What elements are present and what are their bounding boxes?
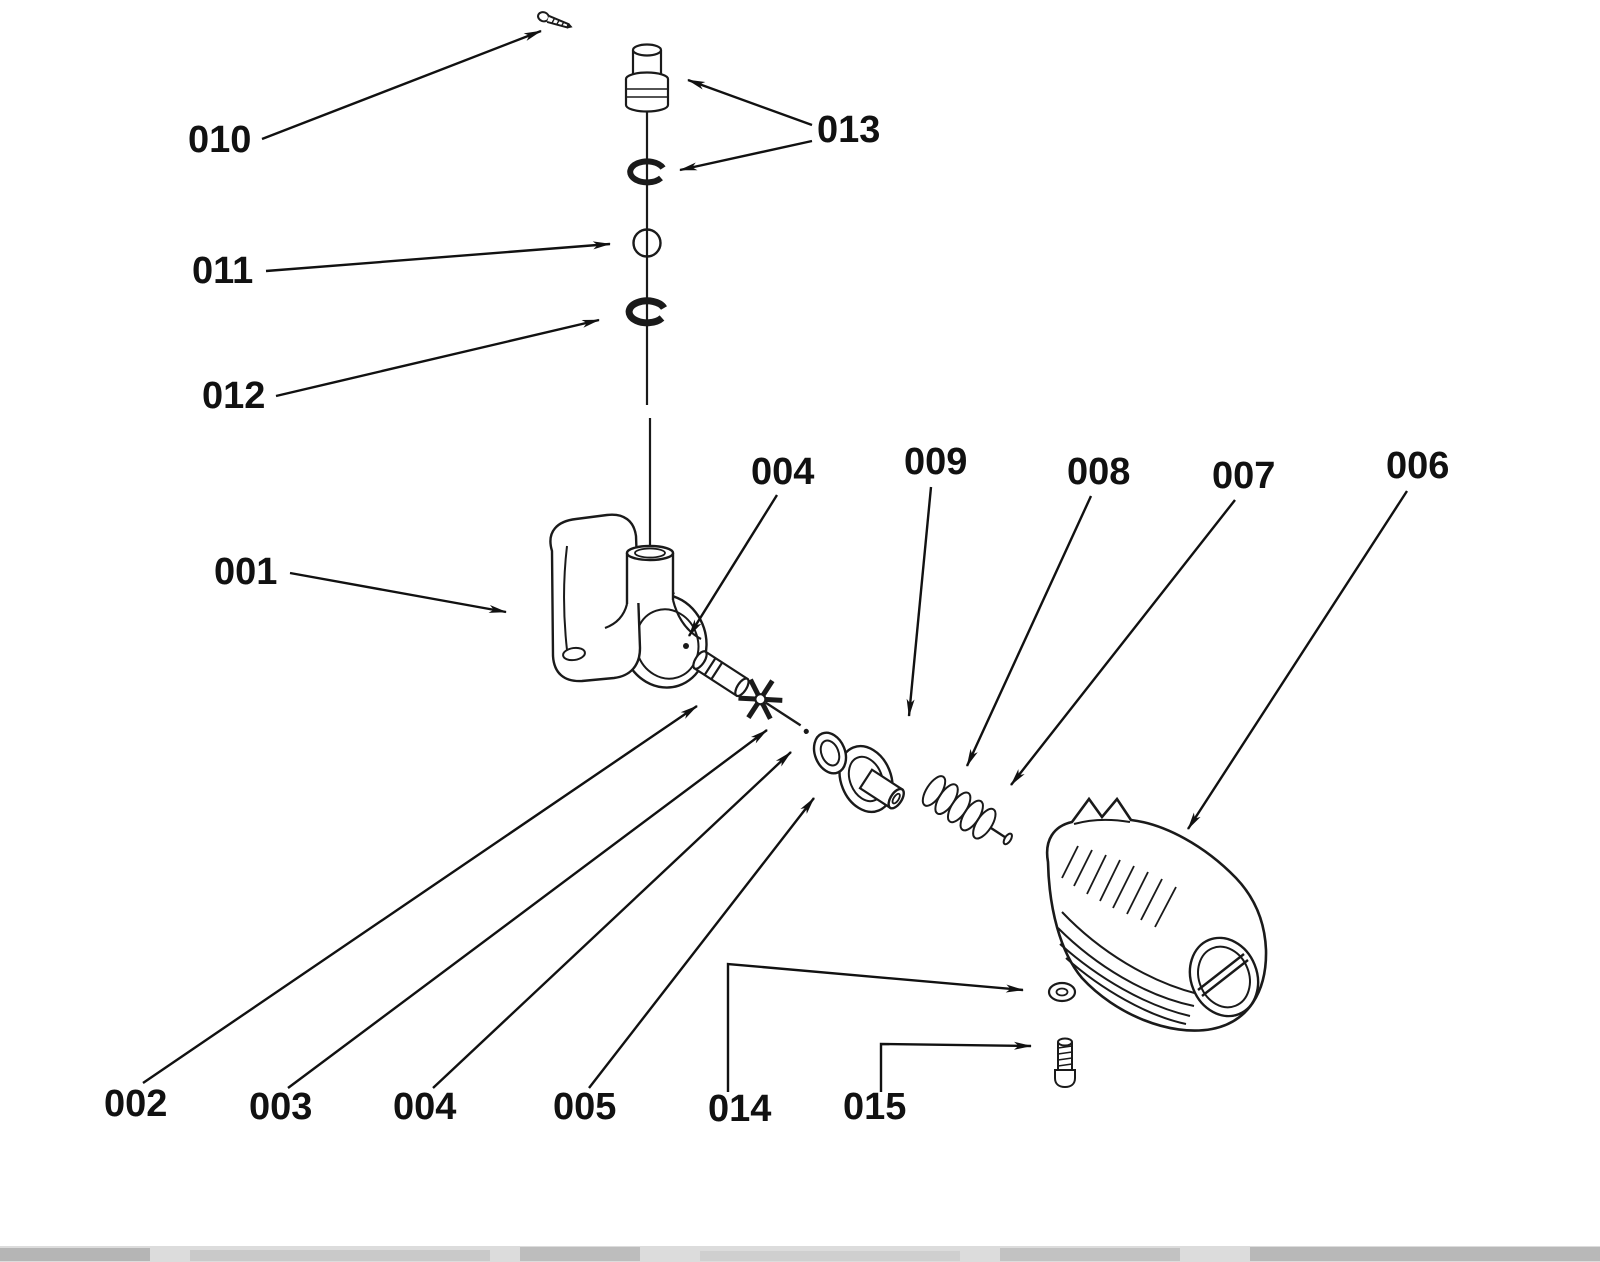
impeller-drawing [738, 678, 783, 720]
check-ball-drawing [632, 228, 662, 258]
leader-line-010 [261, 29, 542, 141]
retaining-ring-upper-drawing [627, 158, 666, 186]
leader-lines [142, 29, 1409, 1092]
leader-line-012 [275, 318, 600, 398]
leader-line-004-bottom [432, 751, 792, 1089]
part-label-004-bottom: 004 [393, 1086, 456, 1128]
leader-line-013-a [687, 78, 813, 127]
part-label-009: 009 [904, 441, 967, 483]
leader-line-006 [1186, 490, 1409, 830]
rotor-shaft-assembly-drawing [692, 650, 809, 734]
riser-shaft-line [645, 108, 652, 556]
part-label-003: 003 [249, 1086, 312, 1128]
leader-line-001 [289, 571, 507, 614]
outlet-nozzle-drawing [624, 43, 670, 113]
part-label-011: 011 [192, 250, 253, 292]
part-label-001: 001 [214, 551, 277, 593]
part-label-015: 015 [843, 1086, 906, 1128]
spring-drawing [921, 775, 1013, 846]
leader-line-007 [1010, 499, 1236, 786]
leader-line-004-top [687, 494, 779, 637]
scan-artifact-strip [0, 1246, 1600, 1262]
leader-line-014 [726, 962, 1024, 1092]
leader-line-011 [265, 241, 611, 273]
part-label-008: 008 [1067, 451, 1130, 493]
part-labels: 010 013 011 012 001 004 009 008 007 006 … [104, 109, 1449, 1130]
part-label-013: 013 [817, 109, 880, 151]
part-label-004-top: 004 [751, 451, 814, 493]
screw-drawing [1054, 1037, 1076, 1089]
leader-line-008 [965, 495, 1093, 767]
part-label-005: 005 [553, 1086, 616, 1128]
leader-line-003 [287, 729, 768, 1089]
leader-line-015 [879, 1041, 1032, 1092]
leader-line-013-b [679, 139, 813, 172]
part-label-006: 006 [1386, 445, 1449, 487]
leader-line-005 [588, 797, 815, 1089]
pump-housing-drawing [549, 513, 708, 689]
part-label-012: 012 [202, 375, 265, 417]
bearing-cover-drawing [838, 744, 905, 814]
leader-line-009 [906, 486, 933, 717]
part-label-007: 007 [1212, 455, 1275, 497]
retaining-ring-lower-drawing [625, 297, 667, 327]
seal-ring-drawing [812, 731, 848, 775]
part-label-014: 014 [708, 1088, 771, 1130]
washer-drawing [1047, 981, 1077, 1003]
motor-housing-drawing [1045, 796, 1268, 1032]
leader-line-002 [142, 705, 698, 1084]
part-label-002: 002 [104, 1083, 167, 1125]
part-label-010: 010 [188, 119, 251, 161]
vent-pin-drawing [537, 11, 573, 29]
shaft-pin-drawing [803, 728, 809, 734]
